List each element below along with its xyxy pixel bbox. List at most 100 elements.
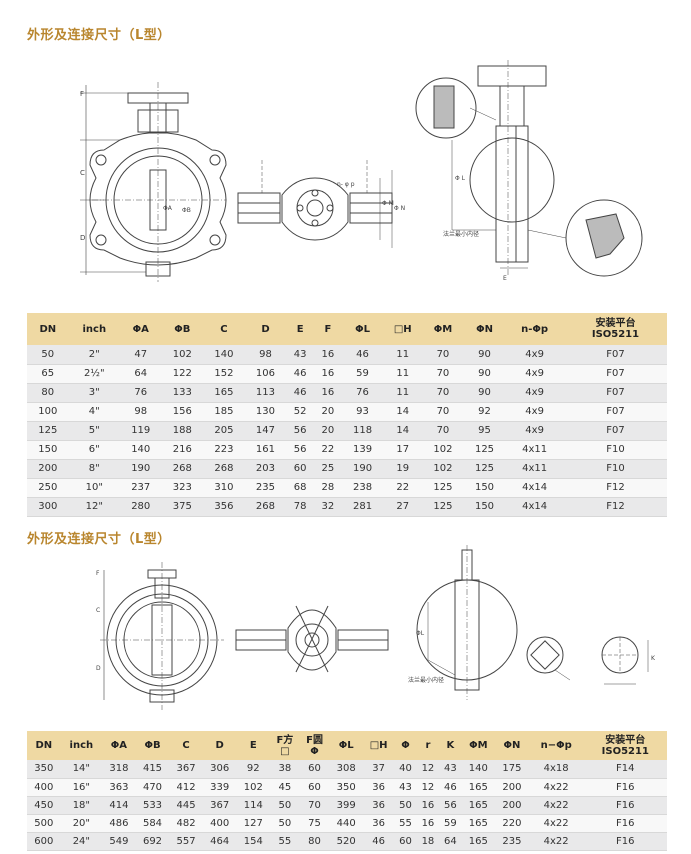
table-cell: 140	[461, 760, 496, 779]
col2-n-phip: n−Φp	[528, 731, 584, 760]
col-C: C	[203, 313, 245, 345]
table-cell: 27	[383, 497, 423, 517]
table-cell: F07	[563, 383, 667, 403]
table-cell: 235	[244, 478, 287, 498]
table-cell: 18"	[60, 796, 103, 815]
table-cell: 50	[394, 796, 417, 815]
table-cell: 11	[383, 383, 423, 403]
col-F: F	[314, 313, 342, 345]
label-E: E	[503, 275, 507, 282]
table-cell: 220	[495, 814, 529, 833]
table-cell: 190	[341, 459, 384, 479]
col-inch: inch	[68, 313, 120, 345]
table-cell: 50	[270, 796, 300, 815]
table-cell: 80	[27, 383, 69, 403]
table-cell: 70	[422, 345, 464, 365]
section2-drawing: F C D ΦL 法兰最小内径 K	[96, 545, 656, 710]
table-cell: 45	[270, 778, 300, 797]
table-cell: 4x22	[528, 796, 584, 815]
table-cell: 363	[102, 778, 136, 797]
col-D: D	[244, 313, 287, 345]
table-cell: 11	[383, 364, 423, 384]
col2-E: E	[236, 731, 271, 760]
col-n-phip: n-Φp	[505, 313, 564, 345]
table-cell: 16	[314, 345, 342, 365]
table-cell: 14	[383, 421, 423, 441]
col-E: E	[286, 313, 314, 345]
col2-phiA: ΦA	[102, 731, 136, 760]
table-cell: 56	[286, 440, 314, 460]
col2-H: □H	[362, 731, 395, 760]
table-cell: 150	[27, 440, 69, 460]
table-cell: 486	[102, 814, 136, 833]
table-cell: 60	[299, 778, 330, 797]
table-cell: 25	[314, 459, 342, 479]
table-cell: 175	[495, 760, 529, 779]
table-header-row: DN inch ΦA ΦB C D E F ΦL □H ΦM ΦN n-Φp 安…	[27, 313, 667, 345]
col2-K: K	[439, 731, 462, 760]
col-dn: DN	[27, 313, 69, 345]
table-cell: 65	[27, 364, 69, 384]
table-cell: F07	[563, 345, 667, 365]
spec-table-1: DN inch ΦA ΦB C D E F ΦL □H ΦM ΦN n-Φp 安…	[27, 313, 667, 517]
table-cell: 125	[463, 459, 506, 479]
col2-F-round-line2: Φ	[310, 745, 319, 757]
table-cell: 400	[202, 814, 237, 833]
table-cell: 28	[314, 478, 342, 498]
table-cell: 95	[463, 421, 506, 441]
table-cell: 450	[27, 796, 61, 815]
table-cell: 4x22	[528, 814, 584, 833]
table-cell: 692	[135, 832, 170, 851]
col-platform-line2: ISO5211	[591, 329, 640, 340]
table-cell: 188	[161, 421, 204, 441]
table-cell: 119	[119, 421, 162, 441]
table-cell: 20"	[60, 814, 103, 833]
table-cell: 2½"	[68, 364, 120, 384]
section1-drawing: F C D ΦA ΦB n- φ p Φ M Φ N	[80, 60, 643, 282]
table-cell: 55	[270, 832, 300, 851]
table-cell: 75	[299, 814, 330, 833]
table-cell: 533	[135, 796, 170, 815]
front-view-valve	[80, 82, 227, 282]
table-cell: 76	[119, 383, 162, 403]
table-cell: 4"	[68, 402, 120, 422]
col2-phiB: ΦB	[135, 731, 170, 760]
table-cell: 318	[102, 760, 136, 779]
shaft-square-section	[526, 636, 571, 681]
section2-title: 外形及连接尺寸（L型）	[27, 532, 171, 547]
table-cell: 47	[119, 345, 162, 365]
table-cell: F07	[563, 402, 667, 422]
table-cell: F16	[583, 796, 667, 815]
table-cell: 237	[119, 478, 162, 498]
table-cell: 4x9	[505, 383, 564, 403]
table-cell: 80	[299, 832, 330, 851]
table-cell: 367	[169, 760, 203, 779]
table-cell: 16	[314, 364, 342, 384]
table-cell: 268	[203, 459, 245, 479]
table-cell: 308	[329, 760, 363, 779]
table-cell: 56	[286, 421, 314, 441]
label2-K: K	[651, 655, 656, 662]
table-cell: 68	[286, 478, 314, 498]
table-cell: 339	[202, 778, 237, 797]
table-cell: 114	[236, 796, 271, 815]
col-phiM: ΦM	[422, 313, 464, 345]
table-cell: 482	[169, 814, 203, 833]
col2-phiM: ΦM	[461, 731, 496, 760]
table-cell: 350	[27, 760, 61, 779]
table-cell: 70	[422, 364, 464, 384]
table-cell: 205	[203, 421, 245, 441]
shaft-round-section	[601, 636, 649, 685]
table-cell: 52	[286, 402, 314, 422]
top-view-valve	[237, 160, 393, 248]
table-cell: 12	[416, 778, 440, 797]
table-cell: 165	[461, 832, 496, 851]
